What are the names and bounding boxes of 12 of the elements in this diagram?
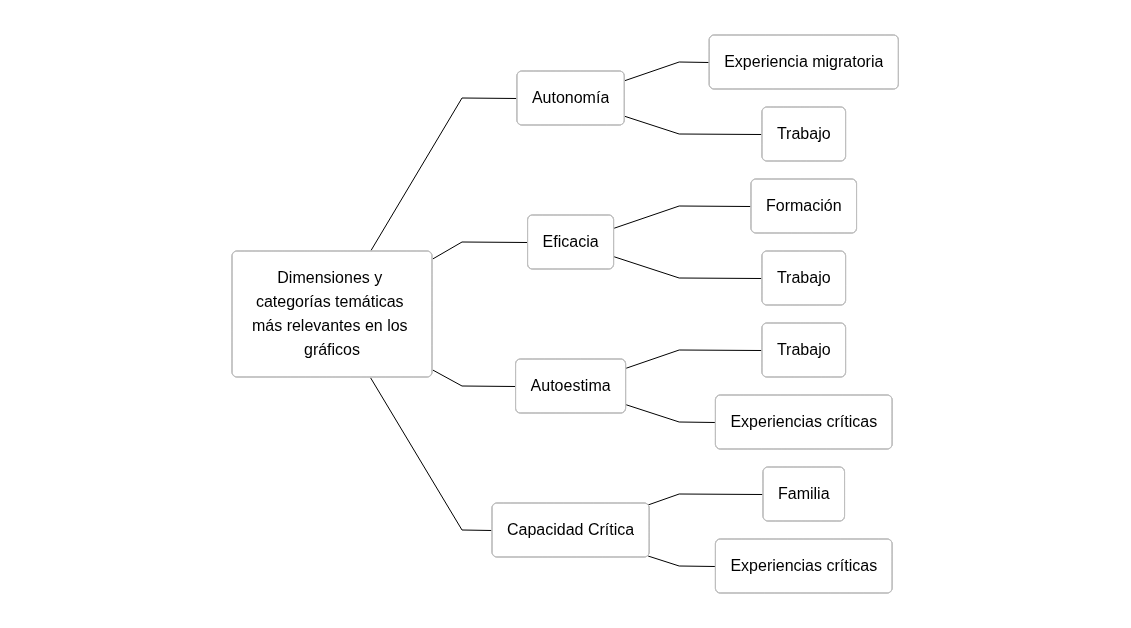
connector — [648, 493, 765, 506]
connector — [370, 377, 494, 531]
connector — [624, 61, 711, 82]
connector — [625, 349, 764, 369]
connector — [624, 115, 764, 135]
connector — [613, 256, 764, 279]
connector — [625, 404, 717, 423]
connector — [432, 241, 529, 260]
connector — [613, 205, 753, 229]
connector — [648, 555, 717, 567]
connector — [432, 369, 517, 387]
connector — [370, 97, 519, 252]
